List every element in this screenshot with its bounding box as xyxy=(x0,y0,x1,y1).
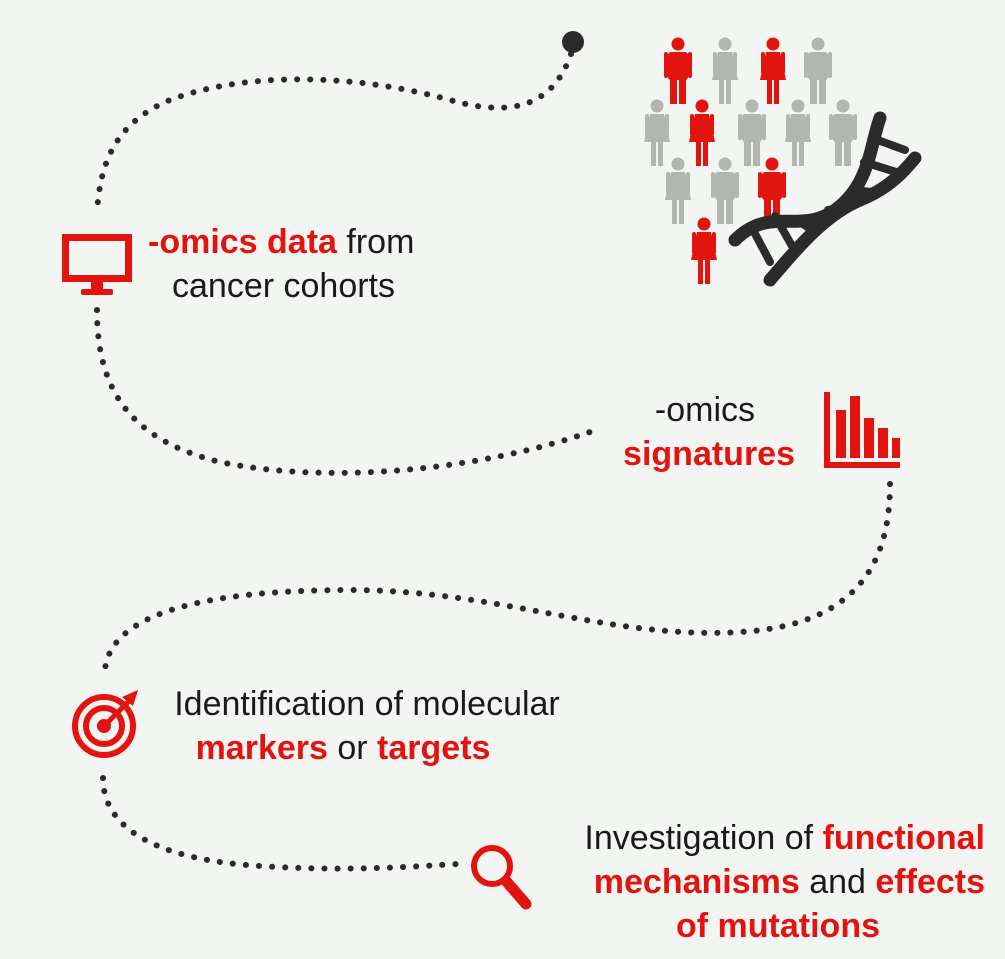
person-icon xyxy=(738,99,766,166)
path-segment xyxy=(100,775,461,872)
person-icon xyxy=(644,99,670,166)
step-omics-data-line2: cancer cohorts xyxy=(172,267,395,305)
step-functional-label: Investigation of functional mechanisms a… xyxy=(584,816,985,948)
person-icon xyxy=(664,37,692,104)
highlight-text: functional xyxy=(822,819,985,857)
highlight-text: targets xyxy=(377,729,491,767)
target-icon xyxy=(72,690,138,758)
plain-text: and xyxy=(799,863,876,901)
person-icon xyxy=(760,37,786,104)
highlight-text: -omics data xyxy=(148,223,337,261)
step-functional-line3: of mutations xyxy=(676,907,880,945)
person-icon xyxy=(712,37,738,104)
step-omics-data-label: -omics data from cancer cohorts xyxy=(148,220,414,308)
dna-strand xyxy=(763,151,922,287)
person-icon xyxy=(665,157,691,224)
magnifier-icon xyxy=(471,845,532,910)
step-omics-data-line1: -omics data from xyxy=(148,220,414,264)
step-markers-line1: Identification of molecular xyxy=(174,685,560,723)
step-markers-line2: markers or targets xyxy=(154,726,580,770)
dna-rungs xyxy=(748,134,909,266)
plain-text: or xyxy=(327,729,378,767)
path-segment xyxy=(94,307,593,476)
highlight-text: mechanisms xyxy=(593,863,800,901)
person-icon xyxy=(804,37,832,104)
bar-chart-icon xyxy=(824,392,900,468)
highlight-text: markers xyxy=(195,729,328,767)
person-icon xyxy=(785,99,811,166)
step-signatures-line2: signatures xyxy=(623,435,795,473)
person-icon xyxy=(711,157,739,224)
path-start-dot xyxy=(562,31,584,53)
person-icon xyxy=(689,99,715,166)
monitor-icon xyxy=(62,234,132,295)
crowd-group xyxy=(644,37,857,284)
path-segment xyxy=(102,481,893,673)
plain-text: from xyxy=(336,223,415,261)
step-signatures-label: -omics signatures xyxy=(623,388,795,476)
step-markers-label: Identification of molecular markers or t… xyxy=(154,682,580,770)
step-functional-line1: Investigation of functional xyxy=(584,816,985,860)
plain-text: Investigation of xyxy=(584,819,823,857)
step-functional-line2: mechanisms and effects xyxy=(584,860,985,904)
person-icon xyxy=(758,157,786,224)
highlight-text: effects xyxy=(875,863,985,901)
person-icon xyxy=(691,217,717,284)
step-signatures-line1: -omics xyxy=(654,391,755,429)
dna-helix-icon xyxy=(728,111,922,287)
person-icon xyxy=(829,99,857,166)
